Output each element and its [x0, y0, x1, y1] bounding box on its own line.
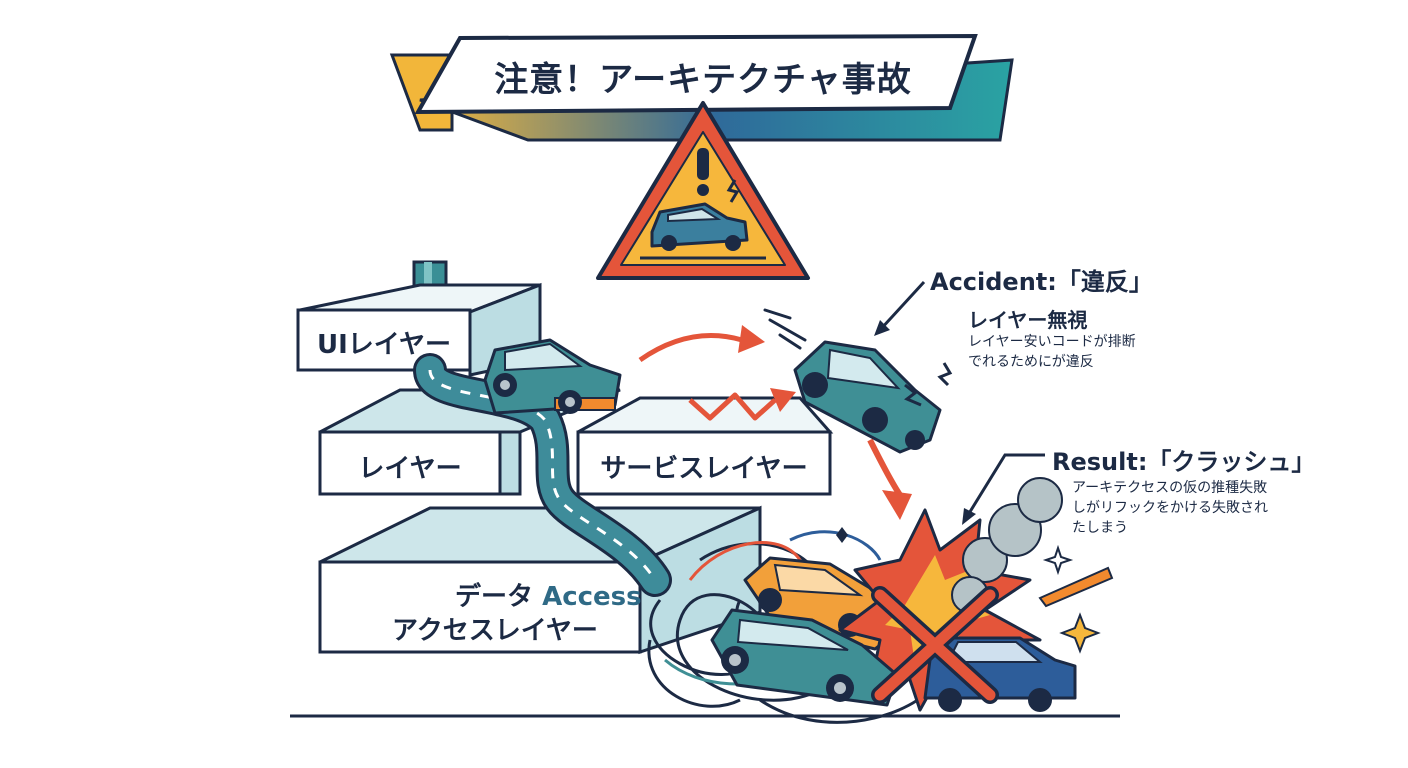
data-label-access: Access — [542, 582, 642, 612]
title-banner — [389, 33, 1014, 142]
result-label: Result:「クラッシュ」 — [1052, 448, 1316, 476]
winding-road — [413, 353, 672, 597]
accident-label: Accident:「違反」 — [930, 268, 1153, 296]
x-mark-icon — [871, 586, 999, 704]
motion-lines-icon — [763, 308, 807, 350]
banner-title: 注意！アーキテクチャ事故 — [494, 60, 912, 100]
zigzag-arrowhead-icon — [770, 388, 796, 412]
car-on-road-icon — [483, 338, 622, 415]
accident-pointer-line — [878, 280, 926, 332]
debris-icon — [836, 527, 848, 543]
accident-subtitle: レイヤー無視 — [968, 308, 1088, 332]
debris-streak-icon — [1038, 566, 1114, 608]
middle-layer-label: レイヤー — [358, 454, 462, 484]
zigzag-arrow-icon — [688, 392, 777, 421]
warning-sign-icon — [596, 101, 810, 280]
ui-layer-label: UIレイヤー — [316, 330, 451, 360]
service-layer-label: サービスレイヤー — [600, 454, 808, 484]
data-access-label-line2: アクセスレイヤー — [392, 616, 598, 646]
ui-layer-block — [296, 282, 542, 377]
smoke-cloud-icon — [951, 477, 1063, 614]
result-pointer-head — [962, 508, 976, 525]
data-access-label-line1: データ Access — [455, 576, 642, 613]
result-pointer-line — [966, 453, 1045, 516]
data-label-prefix: データ — [455, 582, 534, 612]
accident-description: レイヤー安いコードが排断でれるためにが違反 — [968, 334, 1136, 370]
curved-arrow-icon — [638, 333, 743, 363]
sparkle-icons — [1042, 544, 1101, 654]
arrowhead-icon — [738, 325, 765, 353]
down-arrowhead-icon — [882, 490, 912, 520]
impact-spark-icon — [937, 362, 953, 387]
flying-car-icon — [793, 340, 942, 454]
accident-pointer-head — [874, 320, 890, 336]
result-description: アーキテクセスの仮の推種失敗しがリフックをかける失敗されたしまう — [1072, 480, 1268, 536]
teal-crashed-car-icon — [710, 608, 899, 707]
